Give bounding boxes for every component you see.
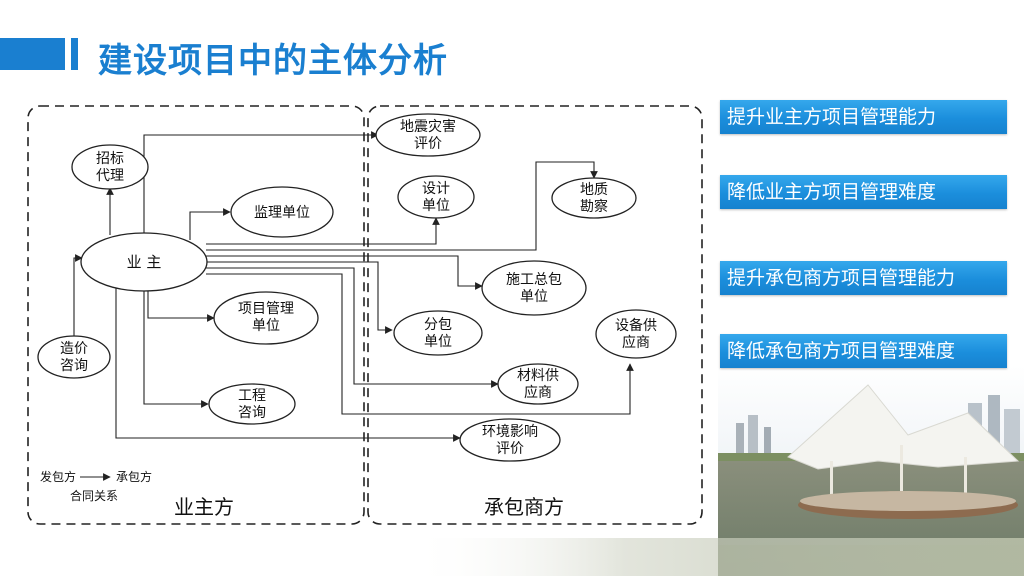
node-env-line2: 评价 bbox=[496, 441, 524, 457]
node-gc bbox=[481, 260, 587, 316]
node-eng-consult-line2: 咨询 bbox=[238, 405, 266, 421]
panel-item-owner-capability: 提升业主方项目管理能力 bbox=[720, 100, 1007, 134]
node-equipment bbox=[595, 309, 677, 359]
node-design-line1: 设计 bbox=[422, 181, 450, 197]
node-design-line2: 单位 bbox=[422, 198, 450, 214]
legend-caption: 合同关系 bbox=[70, 488, 118, 503]
node-subcontract bbox=[393, 310, 483, 356]
node-bidding-agent-line2: 代理 bbox=[96, 168, 124, 184]
node-material bbox=[497, 363, 579, 405]
node-seismic-line1: 地震灾害 bbox=[400, 118, 456, 135]
node-geology-line1: 地质 bbox=[580, 182, 608, 198]
title-accent-mark bbox=[71, 38, 78, 70]
node-design bbox=[397, 175, 475, 219]
node-gc-line1: 施工总包 bbox=[506, 272, 562, 288]
panel-item-owner-difficulty: 降低业主方项目管理难度 bbox=[720, 175, 1007, 209]
owner-side-label: 业主方 bbox=[174, 495, 234, 519]
node-owner bbox=[80, 232, 208, 292]
node-cost-consult-line1: 造价 bbox=[60, 341, 88, 357]
node-subcontract-line2: 单位 bbox=[424, 334, 452, 350]
panel-item-contractor-difficulty: 降低承包商方项目管理难度 bbox=[720, 334, 1007, 368]
owner-side-group bbox=[27, 105, 365, 525]
contractor-side-label: 承包商方 bbox=[484, 495, 564, 519]
node-geology-line2: 勘察 bbox=[580, 198, 608, 215]
node-geology bbox=[551, 177, 637, 219]
node-cost-consult-line2: 咨询 bbox=[60, 358, 88, 374]
node-seismic bbox=[375, 113, 481, 157]
node-subcontract-line1: 分包 bbox=[424, 317, 452, 333]
node-equipment-line1: 设备供 bbox=[615, 317, 657, 334]
page-title: 建设项目中的主体分析 bbox=[98, 41, 448, 81]
contractor-side-group bbox=[367, 105, 703, 525]
node-supervision bbox=[230, 186, 334, 238]
legend-to: 承包方 bbox=[116, 469, 152, 484]
node-bidding-agent bbox=[71, 144, 149, 190]
panel-item-contractor-capability: 提升承包商方项目管理能力 bbox=[720, 261, 1007, 295]
node-supervision-label: 监理单位 bbox=[254, 205, 310, 221]
node-cost-consult bbox=[37, 335, 111, 379]
bottom-fade-decoration bbox=[410, 538, 1024, 576]
node-material-line2: 应商 bbox=[524, 384, 552, 401]
node-bidding-agent-line1: 招标 bbox=[96, 151, 124, 167]
title-accent-bar bbox=[0, 38, 65, 70]
contract-relationship-diagram: 业 主 招标 代理 监理单位 项目管理 单位 造价 咨询 工程 咨询 地震灾害 … bbox=[24, 100, 704, 532]
node-pm-unit-line2: 单位 bbox=[252, 318, 280, 334]
node-material-line1: 材料供 bbox=[517, 368, 559, 384]
node-equipment-line2: 应商 bbox=[622, 334, 650, 351]
legend-from: 发包方 bbox=[40, 469, 76, 484]
node-pm-unit bbox=[213, 291, 319, 345]
node-eng-consult-line1: 工程 bbox=[238, 388, 266, 404]
node-pm-unit-line1: 项目管理 bbox=[238, 301, 294, 317]
node-owner-label: 业 主 bbox=[127, 253, 162, 271]
node-env bbox=[459, 418, 561, 462]
node-seismic-line2: 评价 bbox=[414, 136, 442, 152]
node-eng-consult bbox=[208, 383, 296, 425]
node-gc-line2: 单位 bbox=[520, 289, 548, 305]
node-env-line1: 环境影响 bbox=[482, 424, 538, 440]
